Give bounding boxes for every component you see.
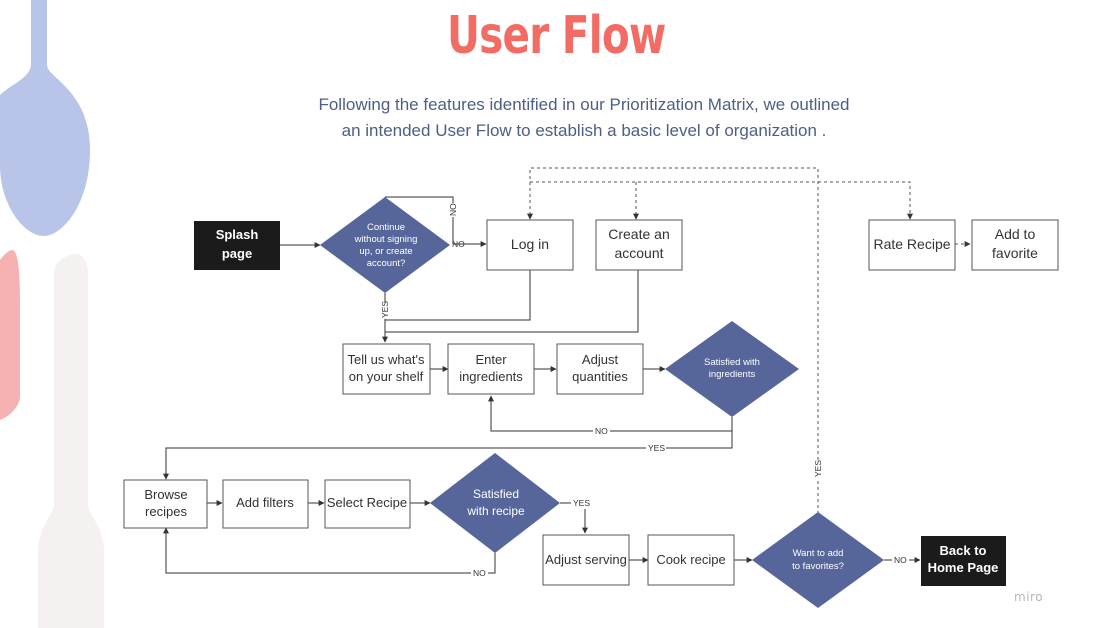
node-browse-recipes: Browse recipes	[123, 479, 208, 529]
label-yes-down: YES	[380, 301, 390, 318]
decision-want-favorites: Want to add to favorites?	[752, 512, 884, 608]
svg-text:Add to: Add to	[995, 226, 1036, 242]
knife-decoration	[0, 250, 20, 420]
svg-text:ingredients: ingredients	[459, 369, 523, 384]
svg-text:Satisfied: Satisfied	[473, 487, 519, 501]
node-splash-page: Splash page	[194, 221, 280, 270]
svg-text:Create an: Create an	[608, 226, 669, 242]
svg-text:Back to: Back to	[940, 543, 987, 558]
page-subtitle: Following the features identified in our…	[230, 92, 938, 144]
svg-text:Want to add: Want to add	[793, 548, 844, 559]
svg-text:quantities: quantities	[572, 369, 628, 384]
edge-create-down	[385, 270, 639, 333]
node-adjust-serving: Adjust serving	[542, 534, 630, 586]
label-no-home: NO	[894, 555, 907, 565]
label-yes-recipe: YES	[573, 498, 590, 508]
node-add-filters: Add filters	[222, 479, 309, 529]
page-title: User Flow	[446, 6, 666, 66]
svg-text:account?: account?	[367, 258, 406, 269]
spoon-decoration	[0, 0, 90, 236]
decision-satisfied-ingredients: Satisfied with ingredients	[665, 321, 799, 417]
label-no-top: NO	[448, 203, 458, 216]
node-create-account: Create an account	[595, 219, 683, 271]
svg-text:Splash: Splash	[216, 227, 259, 242]
svg-text:without signing: without signing	[354, 234, 418, 245]
label-no-loop2: NO	[473, 568, 486, 578]
miro-watermark: miro	[1014, 590, 1044, 604]
svg-text:with recipe: with recipe	[466, 504, 525, 518]
svg-text:Add filters: Add filters	[236, 495, 294, 510]
decision-continue-without-signing: Continue without signing up, or create a…	[320, 197, 450, 293]
svg-text:Enter: Enter	[475, 352, 507, 367]
svg-text:up, or create: up, or create	[359, 246, 412, 257]
edge-login-down	[385, 270, 531, 321]
svg-text:on your shelf: on your shelf	[349, 369, 424, 384]
svg-text:Continue: Continue	[367, 222, 405, 233]
node-cook-recipe: Cook recipe	[647, 534, 735, 586]
label-no-loop1: NO	[595, 426, 608, 436]
edge-decision-no-top	[385, 196, 454, 244]
decision-satisfied-recipe: Satisfied with recipe	[430, 453, 560, 553]
node-log-in: Log in	[486, 219, 574, 271]
fork-decoration	[38, 254, 104, 628]
subtitle-line-1: Following the features identified in our…	[318, 95, 850, 114]
svg-text:Tell us what's: Tell us what's	[348, 352, 425, 367]
subtitle-line-2: an intended User Flow to establish a bas…	[341, 121, 827, 140]
svg-text:page: page	[222, 246, 252, 261]
edge-dashed-to-create	[530, 181, 913, 220]
label-yes-favorites: YES	[813, 460, 823, 477]
svg-text:Rate Recipe: Rate Recipe	[873, 236, 950, 252]
node-rate-recipe: Rate Recipe	[868, 219, 956, 271]
node-select-recipe: Select Recipe	[324, 479, 411, 529]
edge-ingredients-yes	[163, 431, 733, 480]
label-yes-branch: YES	[648, 443, 665, 453]
svg-text:Log in: Log in	[511, 236, 549, 252]
node-back-home: Back to Home Page	[921, 536, 1006, 586]
node-adjust-quantities: Adjust quantities	[556, 343, 644, 395]
svg-text:Satisfied with: Satisfied with	[704, 357, 760, 368]
svg-text:Select Recipe: Select Recipe	[327, 495, 407, 510]
svg-text:Adjust: Adjust	[582, 352, 619, 367]
svg-text:recipes: recipes	[145, 504, 187, 519]
svg-text:Adjust serving: Adjust serving	[545, 552, 627, 567]
node-enter-ingredients: Enter ingredients	[447, 343, 535, 395]
edge-labels: NO NO YES NO YES YES NO YES NO	[380, 203, 909, 579]
svg-text:account: account	[614, 245, 663, 261]
label-no-login: NO	[452, 239, 465, 249]
svg-text:Home Page: Home Page	[928, 560, 999, 575]
svg-text:Browse: Browse	[144, 487, 187, 502]
edge-ingredients-no-loop	[488, 395, 733, 432]
node-add-to-favorite: Add to favorite	[971, 219, 1059, 271]
svg-text:favorite: favorite	[992, 245, 1038, 261]
svg-text:ingredients: ingredients	[709, 369, 756, 380]
svg-text:Cook recipe: Cook recipe	[656, 552, 725, 567]
node-tell-us-shelf: Tell us what's on your shelf	[342, 343, 431, 395]
svg-text:to favorites?: to favorites?	[792, 561, 844, 572]
edge-recipe-no-loop	[163, 527, 496, 574]
